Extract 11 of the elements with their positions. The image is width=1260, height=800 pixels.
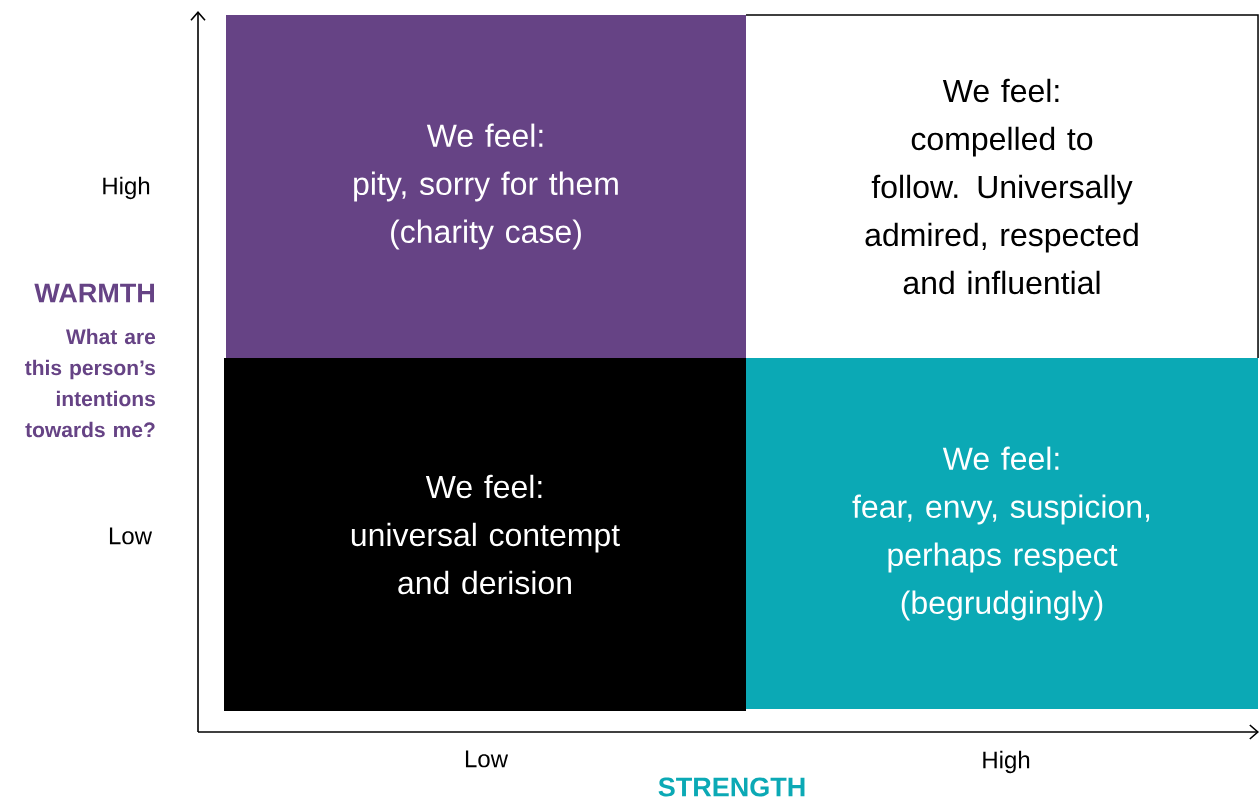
tick-label: Low: [465, 750, 509, 768]
axis-title: STRENGTH: [658, 777, 805, 797]
axis-subtitle: What are this person’s intentions towards me?: [24, 328, 156, 438]
quadrant-box: We feel: pity, sorry for them (charity case): [226, 15, 746, 358]
tick-label: High: [983, 750, 1030, 774]
tick-label: High: [103, 176, 150, 200]
quadrant-box: We feel: compelled to follow. Universally admired, respected and influential: [745, 14, 1259, 359]
quadrant-box: We feel: universal contempt and derision: [224, 358, 746, 711]
quadrant-box: We feel: fear, envy, suspicion, perhaps respect (begrudgingly): [746, 358, 1258, 709]
axis-title: WARMTH: [34, 283, 154, 303]
tick-label: Low: [109, 527, 153, 545]
